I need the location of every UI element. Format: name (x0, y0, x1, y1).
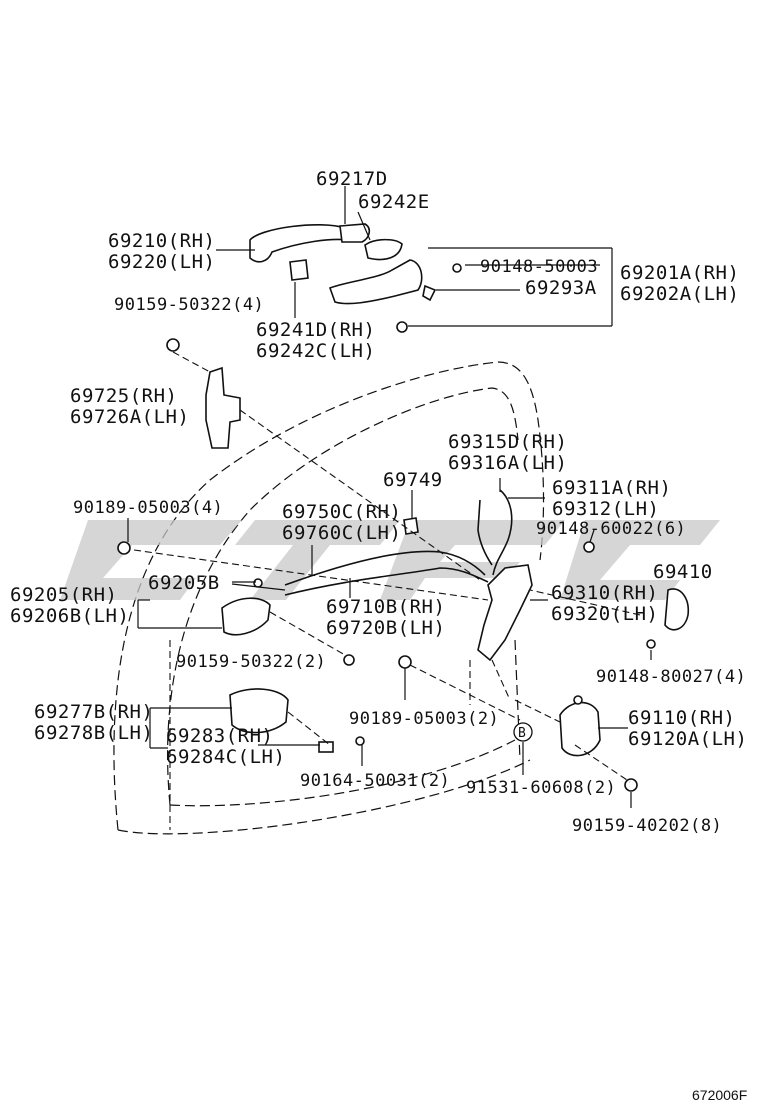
label-69242c: 69242C(LH) (256, 340, 375, 362)
label-69310: 69310(RH) (551, 582, 658, 604)
label-69284c: 69284C(LH) (166, 746, 285, 768)
callout-b-letter: B (518, 726, 526, 741)
label-69315d: 69315D(RH) (448, 431, 567, 453)
outside-handle-group (249, 223, 462, 333)
cable-lower (284, 567, 489, 596)
label-90148-50003: 90148-50003 (480, 257, 598, 277)
label-69283: 69283(RH) (166, 725, 273, 747)
label-90164-50031: 90164-50031(2) (300, 771, 450, 791)
handle-screw (343, 654, 355, 666)
clip-small (253, 578, 263, 588)
door-lock-part (477, 564, 533, 662)
handle-pad-part (364, 238, 403, 261)
cover-screw (646, 639, 656, 649)
check-bolt (624, 778, 638, 792)
label-69210rh: 69210(RH) (108, 230, 215, 252)
watermark-logo (60, 520, 720, 600)
lock-rod-inner (477, 499, 493, 566)
label-91531-60608: 91531-60608(2) (466, 778, 616, 798)
label-69293a: 69293A (525, 277, 597, 299)
check-screw-top (573, 695, 583, 705)
bracket-bolt (166, 338, 180, 352)
rod-cable-group (284, 489, 513, 596)
label-69720b: 69720B(LH) (326, 617, 445, 639)
assembly-dashed-lines (133, 351, 641, 830)
lock-screw (583, 541, 595, 553)
label-69278b: 69278B(LH) (34, 722, 153, 744)
figure-id: 672006F (692, 1087, 747, 1103)
door-lock-group (477, 541, 690, 662)
label-69205: 69205(RH) (10, 584, 117, 606)
label-69760c: 69760C(LH) (282, 522, 401, 544)
handle-gasket-part (289, 259, 309, 281)
label-69750c: 69750C(RH) (282, 501, 401, 523)
label-90189-05003-2: 90189-05003(2) (349, 709, 499, 729)
label-69220lh: 69220(LH) (108, 251, 215, 273)
label-69206b: 69206B(LH) (10, 605, 129, 627)
clip-upper-left (117, 541, 131, 555)
label-69241d: 69241D(RH) (256, 319, 375, 341)
label-90159-50322-4: 90159-50322(4) (114, 295, 264, 315)
door-check-part (559, 701, 601, 757)
label-90148-60022: 90148-60022(6) (536, 519, 686, 539)
label-69201a: 69201A(RH) (620, 262, 739, 284)
label-69312: 69312(LH) (552, 498, 659, 520)
label-69202a: 69202A(LH) (620, 283, 739, 305)
lock-rod-part (492, 489, 513, 576)
label-90159-50322-2: 90159-50322(2) (176, 652, 326, 672)
cable-upper (284, 550, 486, 586)
label-69726a: 69726A(LH) (70, 406, 189, 428)
leader-lines (127, 186, 652, 808)
label-69205b: 69205B (148, 572, 220, 594)
label-90148-80027: 90148-80027(4) (596, 667, 746, 687)
bezel-screw (355, 736, 365, 746)
label-69217d: 69217D (316, 168, 388, 190)
inside-handle-bezel (229, 688, 289, 734)
callout-b: B (513, 722, 533, 742)
bracket-part (205, 366, 241, 449)
clip-lower (398, 655, 412, 669)
bezel-plug (318, 741, 334, 753)
label-69311a: 69311A(RH) (552, 477, 671, 499)
label-69725: 69725(RH) (70, 385, 177, 407)
label-69277b: 69277B(RH) (34, 701, 153, 723)
handle-cap-part (339, 223, 371, 243)
part-labels: 69217D 69242E 69210(RH) 69220(LH) 90148-… (10, 168, 747, 836)
handle-frame-part (328, 259, 423, 305)
label-69242e: 69242E (358, 191, 430, 213)
label-90189-05003-4: 90189-05003(4) (73, 498, 223, 518)
bracket-group (166, 338, 241, 449)
label-69410: 69410 (653, 561, 713, 583)
inside-handle-group (117, 541, 412, 753)
frame-clip (422, 284, 437, 302)
cable-clip (403, 517, 419, 535)
lock-cover-part (664, 588, 690, 631)
outside-handle-part (249, 223, 350, 263)
label-69316a: 69316A(LH) (448, 452, 567, 474)
door-check-group (559, 695, 638, 792)
inside-handle-part (221, 597, 271, 636)
label-90159-40202: 90159-40202(8) (572, 816, 722, 836)
frame-screw (452, 263, 462, 273)
frame-bolt (396, 321, 408, 333)
label-69110: 69110(RH) (628, 707, 735, 729)
door-outline (113, 361, 545, 835)
label-69120a: 69120A(LH) (628, 728, 747, 750)
label-69749: 69749 (383, 469, 443, 491)
label-69710b: 69710B(RH) (326, 596, 445, 618)
label-69320: 69320(LH) (551, 603, 658, 625)
